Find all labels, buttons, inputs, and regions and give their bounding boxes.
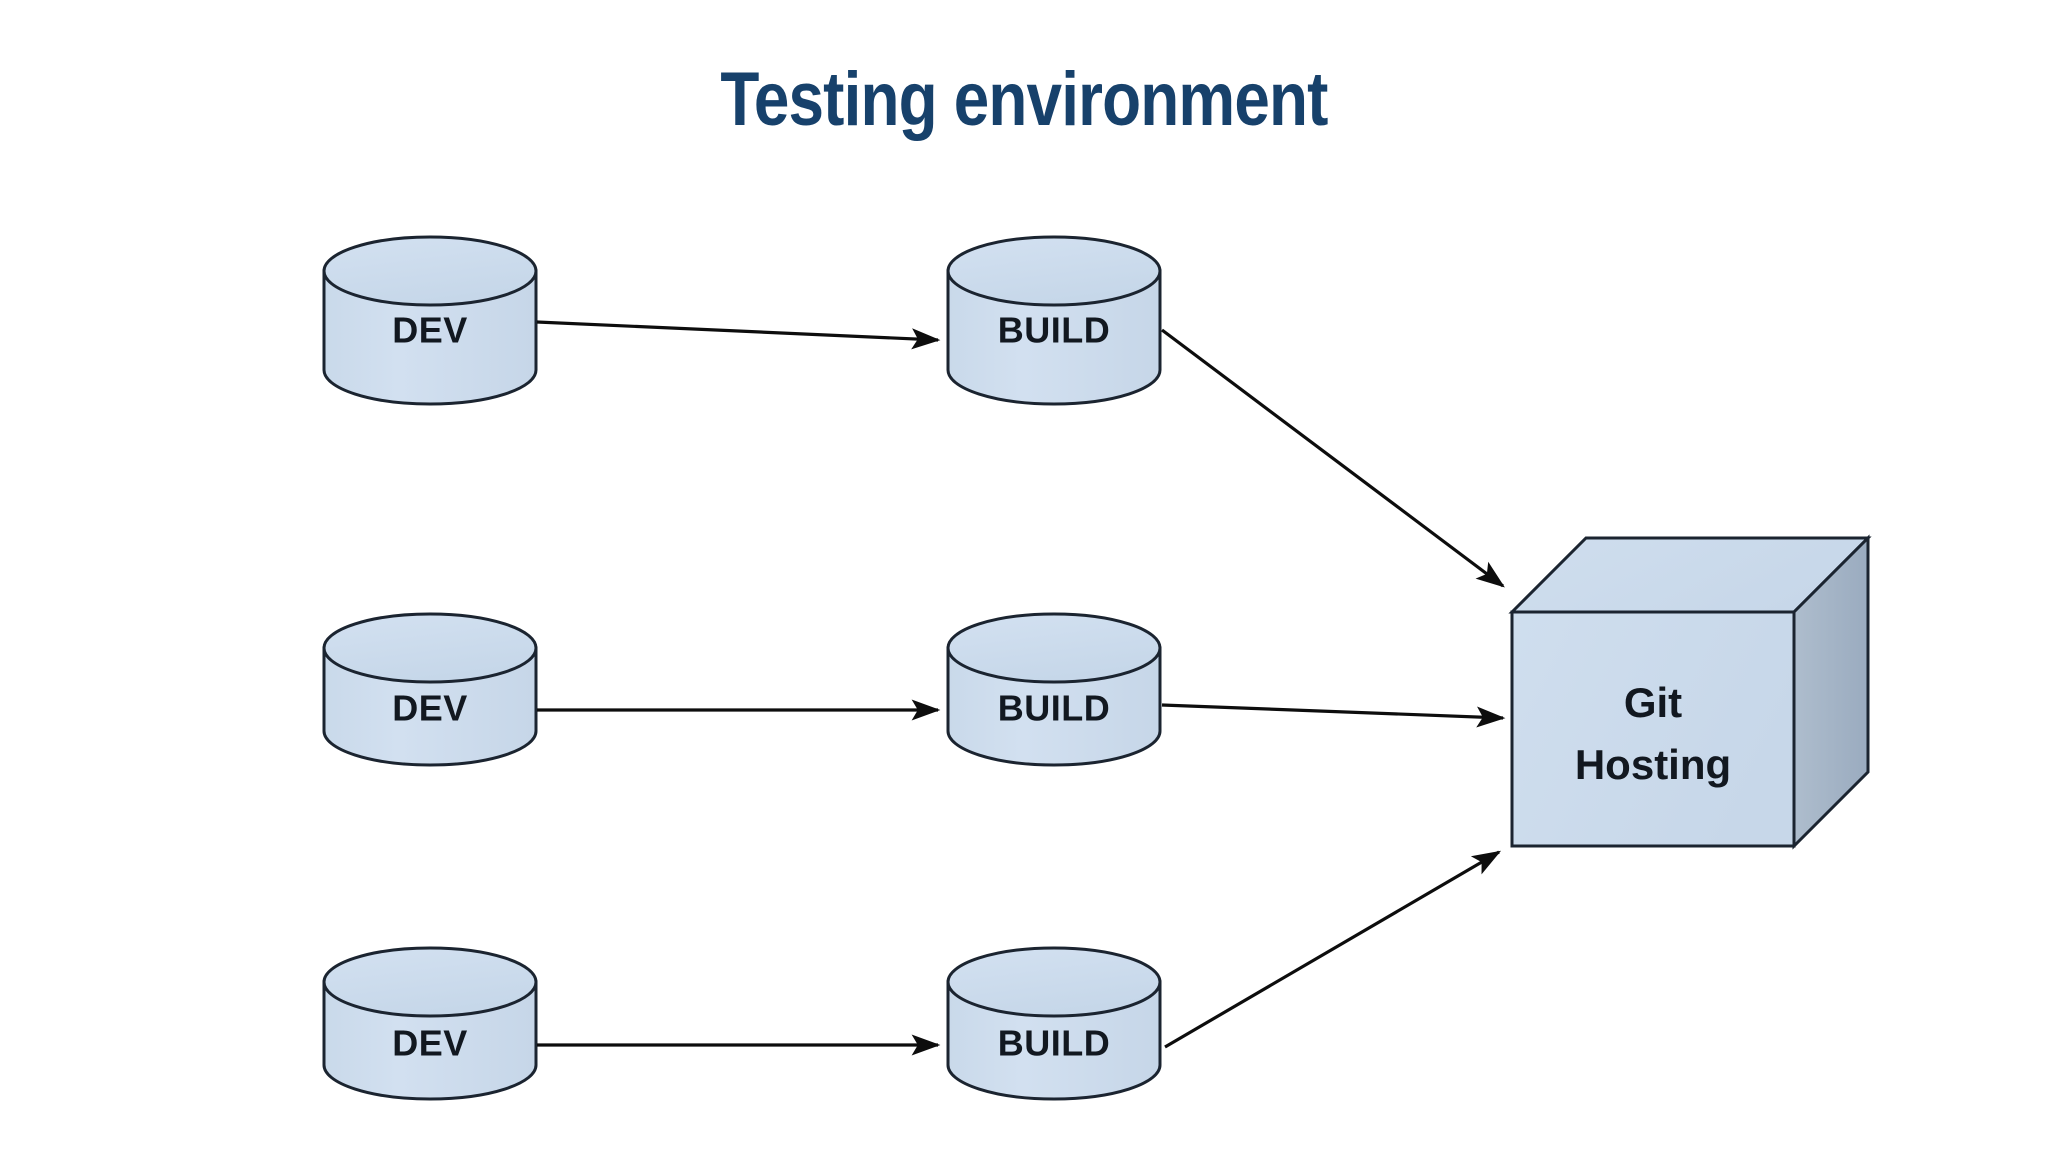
node-label-line2: Hosting [1575, 741, 1731, 788]
cube-front-face [1510, 610, 1796, 848]
edge-dev1-to-build1 [536, 320, 941, 350]
edge-build1-to-git-hosting [1161, 328, 1505, 588]
edge-build3-to-git-hosting [1164, 850, 1502, 1049]
node-label: BUILD [998, 1023, 1111, 1064]
cylinder-top [946, 612, 1162, 684]
node-build-1[interactable]: BUILD [946, 235, 1162, 406]
node-dev-3[interactable]: DEV [322, 946, 982, 1101]
flow-row-1: DEV BUILD [322, 235, 1505, 588]
node-build-3[interactable]: BUILD [946, 946, 1162, 1101]
cylinder-body [946, 269, 1162, 406]
node-label: BUILD [998, 310, 1111, 351]
node-label-line1: Git [1624, 679, 1682, 726]
cylinder-top [322, 235, 538, 307]
node-git-hosting[interactable]: Git Hosting [1508, 534, 1872, 850]
node-dev-1[interactable]: DEV [322, 235, 538, 406]
cylinder-top [322, 946, 538, 1018]
cylinder-top [946, 235, 1162, 307]
edge-build2-to-git-hosting [1161, 703, 1506, 728]
node-label: DEV [392, 310, 468, 351]
node-build-2[interactable]: BUILD [946, 612, 1162, 767]
flow-row-2: DEV BUILD [322, 612, 1506, 767]
cylinder-top [322, 612, 538, 684]
node-dev-2[interactable]: DEV [322, 612, 538, 767]
flow-row-3: DEV BUILD [322, 850, 1502, 1101]
cylinder-top [946, 946, 1162, 1018]
node-label: DEV [392, 1023, 468, 1064]
page-title: Testing environment [720, 57, 1328, 142]
cylinder-body [322, 269, 538, 406]
node-label: BUILD [998, 688, 1111, 729]
node-label: DEV [392, 688, 468, 729]
